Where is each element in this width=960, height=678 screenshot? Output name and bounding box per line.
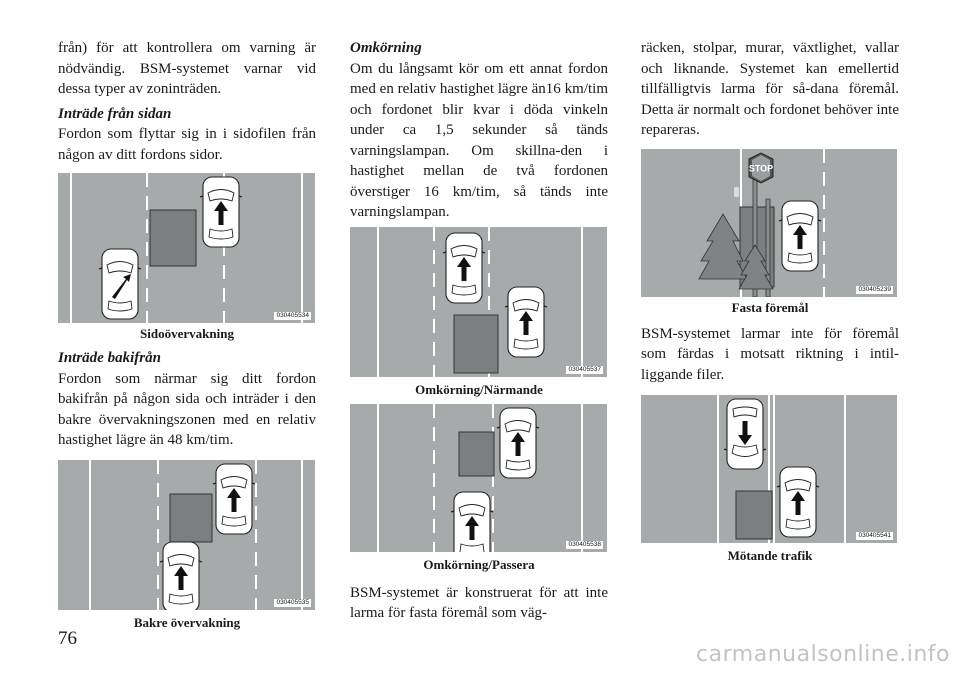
rear-entry-heading: Inträde bakifrån [58, 350, 161, 366]
car-icon [199, 176, 243, 248]
own-car-icon [496, 406, 540, 479]
overtaking-heading: Omkörning [350, 40, 422, 56]
column-1: från) för att kontrollera om varning är … [58, 38, 316, 631]
oncoming-text: BSM-systemet larmar inte för föremål som… [641, 325, 899, 383]
figure-code: 030405537 [566, 365, 603, 374]
warning-zone [453, 314, 499, 373]
figure-fixed-objects: STOP 030405239 [641, 148, 897, 297]
overtaking-text: Om du långsamt kör om ett annat fordon m… [350, 60, 608, 221]
figure-code: 030405538 [566, 540, 603, 549]
own-car-icon [776, 466, 820, 538]
car-icon [778, 199, 822, 272]
figure-caption: Mötande trafik [727, 548, 813, 563]
figure-caption: Bakre övervakning [133, 614, 241, 630]
figure-code: 030405541 [856, 532, 893, 540]
figure-overtaking-approaching: 030405537 [350, 226, 607, 377]
side-entry-heading: Inträde från sidan [58, 105, 172, 122]
bsm-text: BSM-systemet är konstruerat för att inte… [350, 584, 608, 622]
watermark: carmanualsonline.info [696, 642, 950, 667]
car-icon [442, 231, 486, 304]
figure-code: 030405239 [856, 285, 893, 294]
oncoming-car-icon [723, 398, 767, 470]
figure-side-monitoring: 030405534 [58, 173, 315, 323]
car-icon [212, 462, 256, 535]
figure-rear-monitoring: 030405535 [58, 459, 315, 610]
warning-zone [169, 493, 213, 542]
column-2: Omkörning Om du långsamt kör om ett anna… [350, 38, 608, 624]
own-car-icon [504, 285, 548, 358]
car-icon [159, 540, 203, 610]
figure-caption: Sidoövervakning [140, 326, 234, 341]
fixed-objects-text: räcken, stolpar, murar, växtlighet, vall… [641, 40, 899, 138]
figure-caption: Omkörning/Närmande [415, 381, 543, 397]
warning-zone [735, 490, 773, 540]
car-icon [450, 490, 494, 552]
page-number: 76 [58, 628, 77, 649]
figure-caption: Fasta föremål [731, 299, 809, 315]
figure-caption: Omkörning/Passera [423, 556, 535, 572]
figure-overtaking-passing: 030405538 [350, 403, 607, 552]
stop-sign-text: STOP [749, 163, 773, 173]
figure-code: 030405535 [274, 598, 311, 607]
figure-code: 030405534 [274, 312, 311, 320]
rear-entry-text: Fordon som närmar sig ditt fordon bakifr… [58, 370, 316, 449]
warning-zone [149, 209, 197, 267]
column-3: räcken, stolpar, murar, växtlighet, vall… [641, 38, 899, 564]
intro-text: från) för att kontrollera om varning är … [58, 40, 316, 97]
own-car-icon [98, 248, 142, 320]
side-entry-text: Fordon som flyttar sig in i sidofilen fr… [58, 126, 316, 163]
figure-oncoming-traffic: 030405541 [641, 395, 897, 543]
tree-icon [698, 212, 774, 289]
warning-zone [458, 431, 495, 476]
